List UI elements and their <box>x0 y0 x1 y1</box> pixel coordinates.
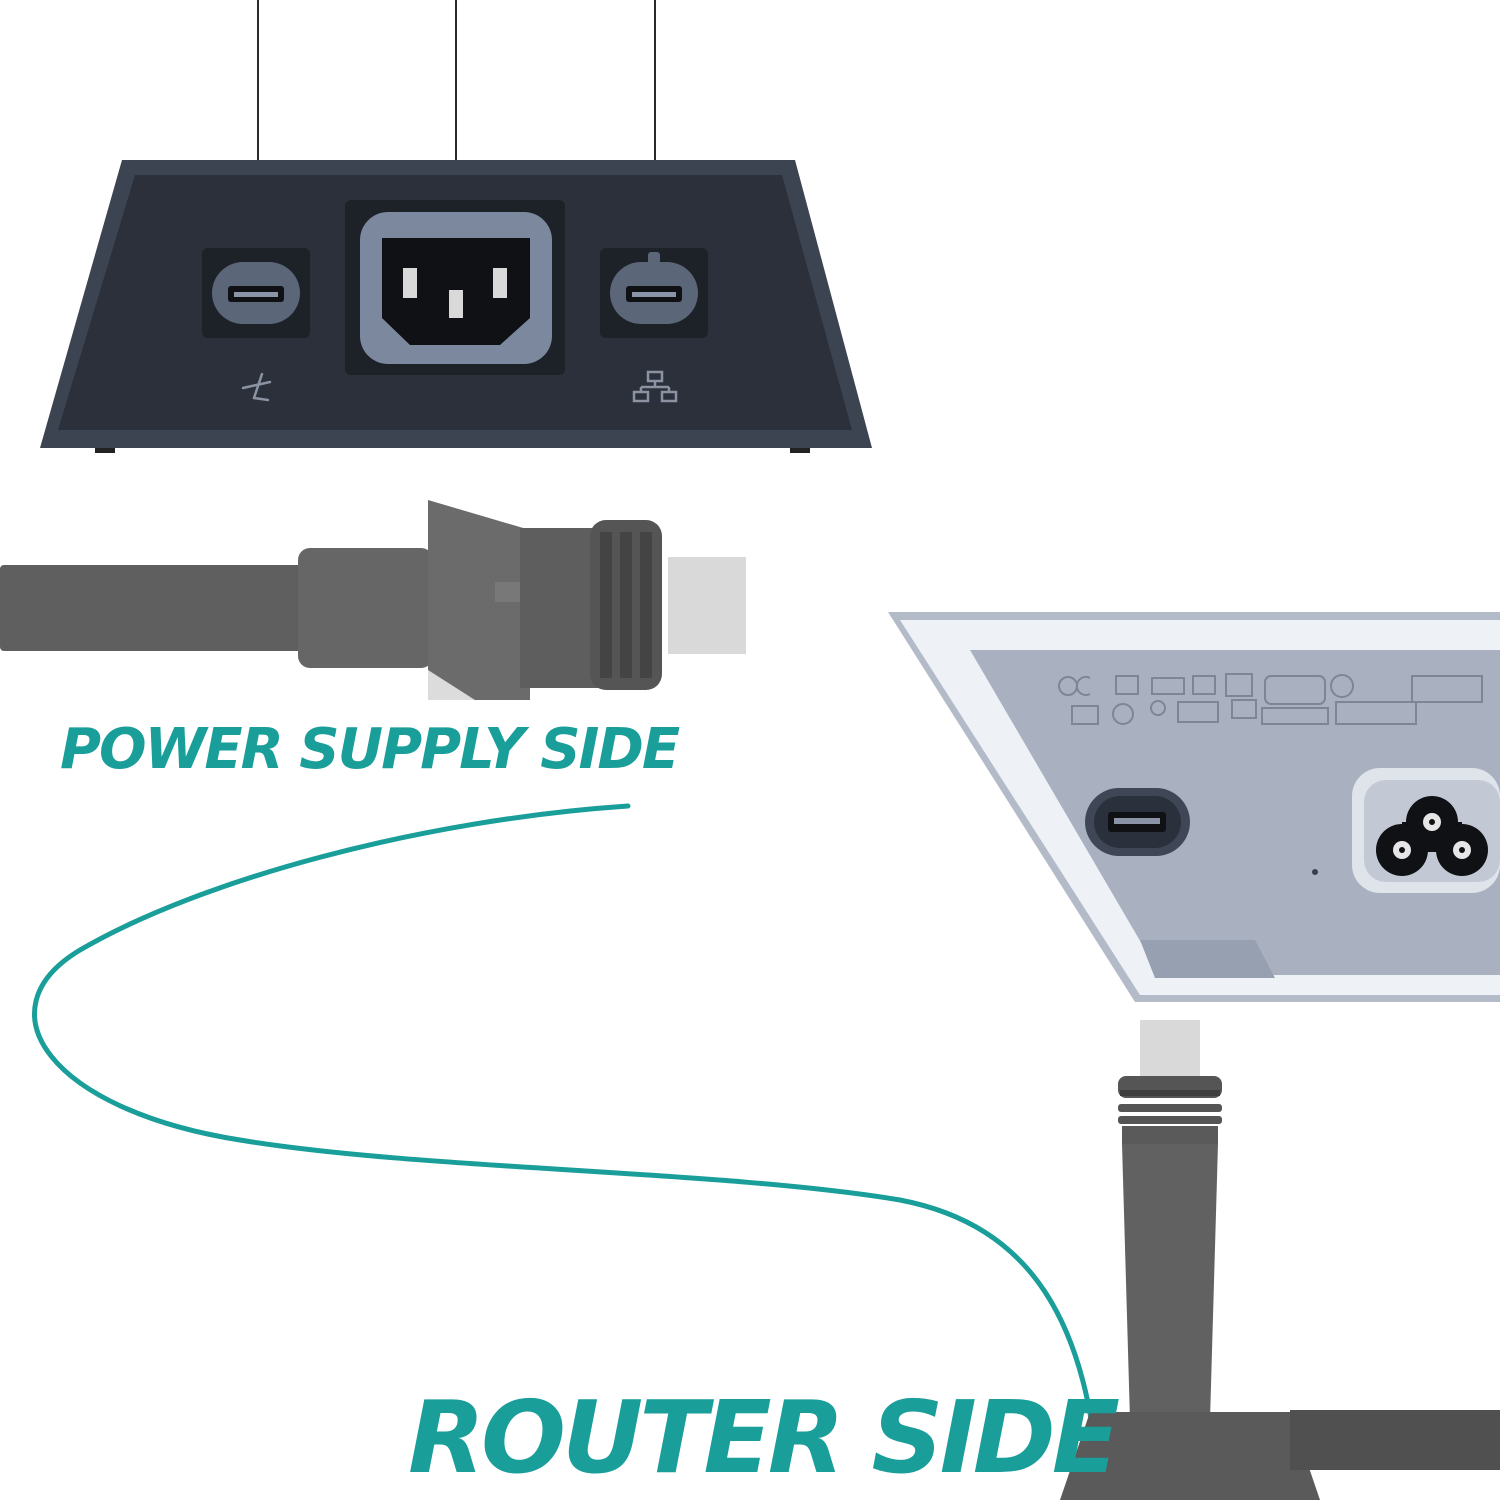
power-supply-ac-inlet <box>345 200 565 375</box>
cable-segment-left <box>0 565 320 651</box>
power-supply-foot-left <box>95 448 115 453</box>
router-port <box>1085 788 1190 856</box>
power-supply-unit <box>40 0 872 453</box>
power-supply-plug <box>0 500 746 700</box>
power-supply-right-port <box>600 248 708 338</box>
router-plug <box>1060 1020 1500 1500</box>
caption-power-supply-side: POWER SUPPLY SIDE <box>60 717 680 782</box>
power-supply-plug-tip <box>668 557 746 654</box>
router-indicator-dot <box>1312 869 1318 875</box>
caption-router-side: ROUTER SIDE <box>408 1379 1120 1496</box>
router-bottom-panel <box>970 650 1500 975</box>
power-supply-foot-right <box>790 448 810 453</box>
ethernet-icon <box>632 370 678 403</box>
router-unit <box>888 612 1500 1002</box>
certification-marks-icon <box>1058 673 1483 725</box>
power-supply-left-port <box>202 248 310 338</box>
antenna-icon <box>241 372 272 402</box>
cable-segment-right <box>1290 1410 1500 1470</box>
router-ac-inlet <box>1352 768 1500 893</box>
cable-path-line <box>32 803 1103 1500</box>
